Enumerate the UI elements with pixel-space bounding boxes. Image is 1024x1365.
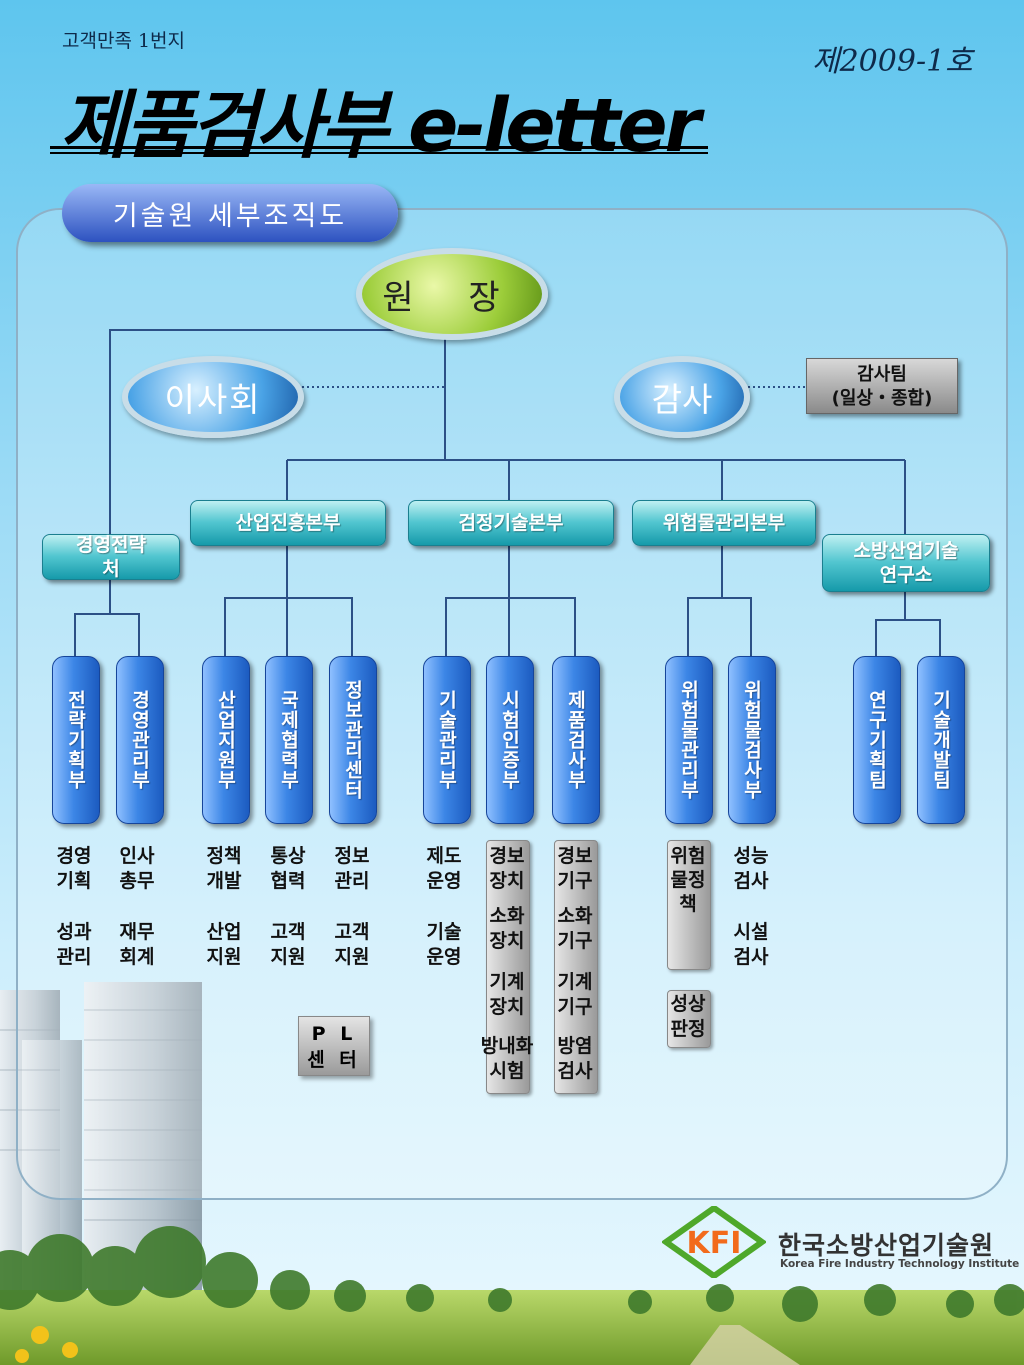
duty-item: 정보 관리 [334, 845, 370, 892]
audit-node: 감사 [614, 356, 750, 438]
dept-research-planning: 연구기획팀 [853, 656, 901, 824]
duty-column-hazmat2 [667, 990, 711, 1048]
dept-tech-management: 기술관리부 [423, 656, 471, 824]
division-tech: 검정기술본부 [408, 500, 614, 546]
title-underline [50, 146, 708, 149]
header-subtitle: 고객만족 1번지 [62, 30, 186, 52]
duty-item: 경보 기구 [557, 845, 593, 892]
duty-column-testing [486, 840, 530, 1094]
institute-name-korean: 한국소방산업기술원 [778, 1231, 995, 1260]
pl-center-box: P L 센 터 [298, 1016, 370, 1076]
audit-team-name: 감사팀 [857, 364, 907, 385]
duty-item: 재무 회계 [119, 921, 155, 968]
pl-center-line2: 센 터 [307, 1049, 361, 1071]
duty-item: 성능 검사 [733, 845, 769, 892]
duty-item: 위험물정책 [670, 845, 706, 915]
grass-field [0, 1290, 1024, 1365]
kfi-logo-text: KFI [687, 1226, 742, 1261]
duty-item: 방내화 시험 [480, 1035, 534, 1082]
dept-industry-support: 산업지원부 [202, 656, 250, 824]
duty-item: 고객 지원 [270, 921, 306, 968]
pl-center-line1: P L [311, 1023, 357, 1045]
dept-testing-certification: 시험인증부 [486, 656, 534, 824]
dept-management: 경영관리부 [116, 656, 164, 824]
duty-item: 성과 관리 [56, 921, 92, 968]
duty-item: 성상 판정 [670, 993, 706, 1040]
duty-item: 산업 지원 [206, 921, 242, 968]
division-strategy-line1: 경영전략 [76, 534, 146, 556]
division-strategy-line2: 처 [102, 558, 120, 580]
duty-item: 기계 기구 [557, 971, 593, 1018]
duty-item: 기계 장치 [489, 971, 525, 1018]
division-research: 소방산업기술 연구소 [822, 534, 990, 592]
duty-item: 방염 검사 [557, 1035, 593, 1082]
duty-item: 경보 장치 [489, 845, 525, 892]
division-industry: 산업진흥본부 [190, 500, 386, 546]
tree-line [0, 1226, 1024, 1322]
connector-chief-strategy [109, 329, 445, 534]
audit-team-box: 감사팀 (일상・종합) [806, 358, 958, 414]
sunflower-decoration [15, 1326, 78, 1363]
duty-column-hazmat [667, 840, 711, 970]
duty-column-inspection [554, 840, 598, 1094]
division-strategy: 경영전략 처 [42, 534, 180, 580]
title-underline-thin [50, 152, 708, 154]
dept-international: 국제협력부 [265, 656, 313, 824]
issue-number: 제2009-1호 [812, 44, 973, 79]
audit-team-scope: (일상・종합) [831, 388, 933, 409]
division-research-line1: 소방산업기술 [853, 540, 959, 562]
dept-tech-development: 기술개발팀 [917, 656, 965, 824]
duty-item: 통상 협력 [270, 845, 306, 892]
duty-item: 기술 운영 [426, 921, 462, 968]
division-hazmat: 위험물관리본부 [632, 500, 816, 546]
section-tag: 기술원 세부조직도 [62, 184, 398, 242]
duty-item: 고객 지원 [334, 921, 370, 968]
duty-item: 소화 기구 [557, 905, 593, 952]
dept-info-center: 정보관리센터 [329, 656, 377, 824]
kfi-logo-icon: KFI [662, 1206, 766, 1278]
field-path [690, 1325, 800, 1365]
chief-node: 원 장 [356, 248, 548, 340]
duty-item: 제도 운영 [426, 845, 462, 892]
duty-item: 경영 기획 [56, 845, 92, 892]
dept-strategy-planning: 전략기획부 [52, 656, 100, 824]
dept-product-inspection: 제품검사부 [552, 656, 600, 824]
division-research-line2: 연구소 [879, 564, 933, 586]
newsletter-title: 제품검사부 e-letter [60, 83, 701, 169]
duty-item: 시설 검사 [733, 921, 769, 968]
duty-item: 소화 장치 [489, 905, 525, 952]
institute-name-english: Korea Fire Industry Technology Institute [780, 1258, 1020, 1270]
dept-hazmat-management: 위험물관리부 [665, 656, 713, 824]
duty-item: 정책 개발 [206, 845, 242, 892]
board-node: 이사회 [122, 356, 304, 438]
dept-hazmat-inspection: 위험물검사부 [728, 656, 776, 824]
duty-item: 인사 총무 [119, 845, 155, 892]
